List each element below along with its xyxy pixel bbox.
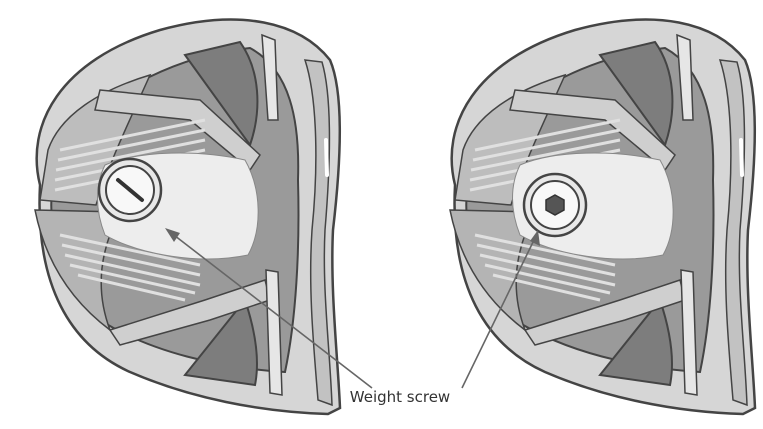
rim-highlight — [739, 138, 744, 177]
callout-label: Weight screw — [349, 388, 451, 406]
hex-socket-icon — [545, 194, 565, 216]
panel-top — [598, 40, 674, 148]
rim-highlight — [324, 138, 329, 177]
slot-icon — [116, 178, 144, 202]
arrowhead-left — [165, 228, 180, 242]
panel-top — [183, 40, 259, 148]
callout-pointers — [165, 228, 540, 389]
right-driver-head — [449, 18, 757, 416]
arrowhead-right — [530, 230, 540, 246]
rib-right-top — [676, 33, 694, 121]
rib-right-bottom — [680, 269, 698, 396]
groove-lines-lower — [59, 233, 201, 302]
rib-right-top — [261, 33, 279, 121]
rib-right-bottom — [265, 269, 283, 396]
pointer-left — [169, 231, 373, 389]
groove-lines-lower — [474, 233, 616, 302]
pointer-right — [461, 237, 536, 389]
left-driver-head — [34, 18, 342, 416]
